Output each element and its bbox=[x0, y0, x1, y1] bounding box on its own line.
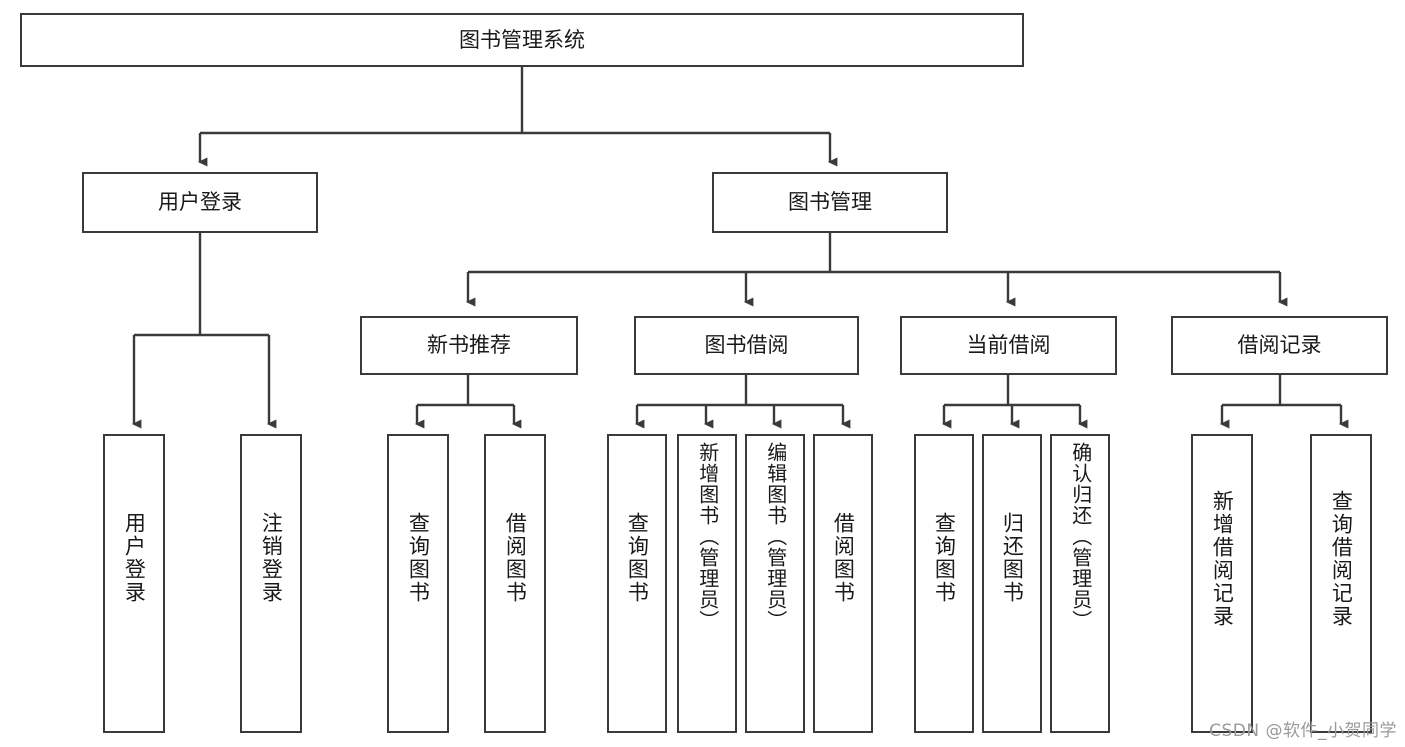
leaf-user-login-label: 用户登录 bbox=[122, 512, 147, 604]
leaf-query-borrow-record-label: 查询借阅记录 bbox=[1329, 490, 1354, 628]
leaf-borrow-book-nb-label: 借阅图书 bbox=[503, 512, 528, 604]
node-book-borrow[interactable]: 图书借阅 bbox=[634, 316, 859, 375]
leaf-return-book-label: 归还图书 bbox=[1000, 512, 1025, 604]
leaf-user-login[interactable]: 用户登录 bbox=[103, 434, 165, 733]
leaf-borrow-book-bb-label: 借阅图书 bbox=[831, 512, 856, 604]
leaf-edit-book-admin[interactable]: 编辑图书（管理员） bbox=[745, 434, 805, 733]
node-book-management-label: 图书管理 bbox=[788, 190, 872, 215]
node-new-book-recommend-label: 新书推荐 bbox=[427, 333, 511, 358]
node-borrow-record-label: 借阅记录 bbox=[1237, 333, 1322, 358]
node-root[interactable]: 图书管理系统 bbox=[20, 13, 1024, 67]
leaf-logout[interactable]: 注销登录 bbox=[240, 434, 302, 733]
leaf-return-book[interactable]: 归还图书 bbox=[982, 434, 1042, 733]
leaf-borrow-book-nb[interactable]: 借阅图书 bbox=[484, 434, 546, 733]
leaf-query-book-nb-label: 查询图书 bbox=[406, 512, 431, 604]
watermark: CSDN @软件_小贺同学 bbox=[1209, 721, 1397, 741]
node-borrow-record[interactable]: 借阅记录 bbox=[1171, 316, 1388, 375]
node-root-label: 图书管理系统 bbox=[459, 27, 585, 52]
leaf-query-book-cb[interactable]: 查询图书 bbox=[914, 434, 974, 733]
node-new-book-recommend[interactable]: 新书推荐 bbox=[360, 316, 578, 375]
leaf-add-borrow-record-label: 新增借阅记录 bbox=[1210, 490, 1235, 628]
leaf-add-book-admin-label: 新增图书（管理员） bbox=[695, 442, 720, 631]
node-current-borrow[interactable]: 当前借阅 bbox=[900, 316, 1117, 375]
node-user-login-label: 用户登录 bbox=[158, 190, 242, 215]
leaf-query-book-cb-label: 查询图书 bbox=[932, 512, 957, 604]
leaf-add-book-admin[interactable]: 新增图书（管理员） bbox=[677, 434, 737, 733]
leaf-query-book-nb[interactable]: 查询图书 bbox=[387, 434, 449, 733]
leaf-query-book-bb-label: 查询图书 bbox=[625, 512, 650, 604]
leaf-logout-label: 注销登录 bbox=[259, 512, 284, 604]
leaf-confirm-return-admin-label: 确认归还（管理员） bbox=[1068, 442, 1093, 631]
leaf-edit-book-admin-label: 编辑图书（管理员） bbox=[763, 442, 788, 631]
leaf-query-borrow-record[interactable]: 查询借阅记录 bbox=[1310, 434, 1372, 733]
node-current-borrow-label: 当前借阅 bbox=[966, 333, 1051, 358]
leaf-confirm-return-admin[interactable]: 确认归还（管理员） bbox=[1050, 434, 1110, 733]
node-user-login[interactable]: 用户登录 bbox=[82, 172, 318, 233]
leaf-query-book-bb[interactable]: 查询图书 bbox=[607, 434, 667, 733]
node-book-borrow-label: 图书借阅 bbox=[704, 333, 789, 358]
leaf-borrow-book-bb[interactable]: 借阅图书 bbox=[813, 434, 873, 733]
leaf-add-borrow-record[interactable]: 新增借阅记录 bbox=[1191, 434, 1253, 733]
node-book-management[interactable]: 图书管理 bbox=[712, 172, 948, 233]
